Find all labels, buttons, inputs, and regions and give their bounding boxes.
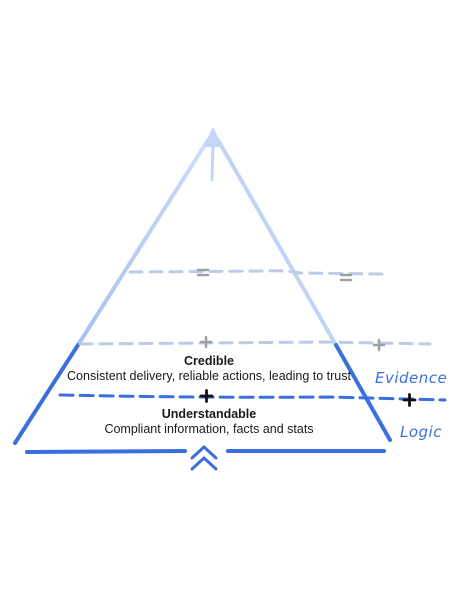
layer-title-credible: Credible [184, 354, 234, 368]
apex-arrow-shaft [210, 142, 215, 182]
lower-dashed-line [58, 393, 447, 402]
pyramid-right-edge [334, 343, 392, 442]
equals-icon [196, 268, 210, 277]
pyramid-left-edge [13, 343, 80, 445]
pyramid-left-edge-faded [76, 138, 210, 347]
plus-icon [199, 389, 214, 403]
middle-dashed-line [78, 340, 432, 346]
plus-icon-faded-right [372, 338, 386, 352]
upper-dashed-line [128, 269, 387, 276]
pyramid-right-edge-faded [216, 138, 338, 347]
equals-icon-right [339, 273, 353, 282]
layer-description-understandable: Compliant information, facts and stats [104, 422, 313, 436]
double-chevron-up-icon [190, 445, 218, 471]
side-label-logic: Logic [400, 423, 442, 441]
plus-icon-faded [199, 335, 213, 349]
layer-title-understandable: Understandable [162, 407, 257, 421]
plus-icon-right [402, 393, 417, 407]
side-label-evidence: Evidence [375, 369, 447, 387]
layer-description-credible: Consistent delivery, reliable actions, l… [67, 369, 351, 383]
pyramid-base-line-left [25, 449, 187, 454]
